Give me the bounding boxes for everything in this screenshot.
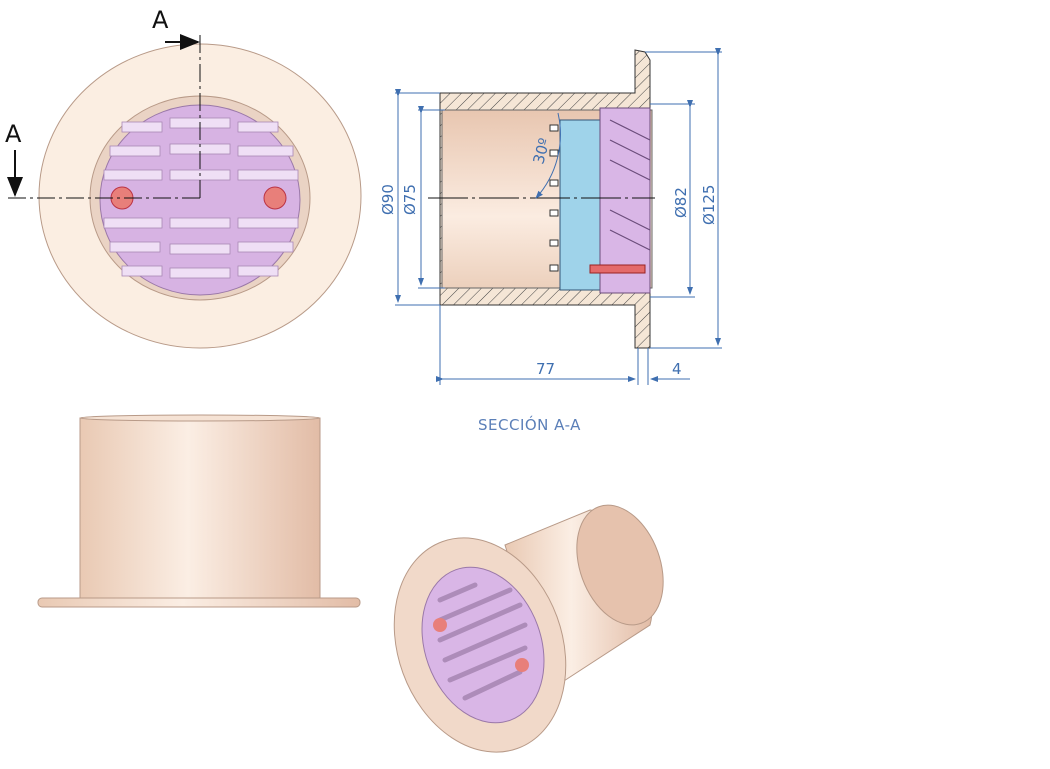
isometric-view [393,504,664,753]
dim-length: 77 [536,360,555,378]
section-marker-top: A [152,6,169,34]
pin [589,264,646,274]
section-title: SECCIÓN A-A [478,415,581,434]
front-view: A A [5,6,362,349]
dim-outer-diameter: Ø90 [379,184,397,215]
dim-flange-diameter: Ø125 [700,185,718,225]
grille-slats [103,117,299,279]
dim-grille-diameter: Ø82 [672,187,690,218]
dim-flange-thickness: 4 [672,360,682,378]
side-view [37,414,361,608]
pin [515,658,529,672]
pin [263,186,287,210]
dim-inner-diameter: Ø75 [401,184,419,215]
pin [433,618,447,632]
section-view: Ø90 Ø75 30º Ø82 Ø125 77 4 SECCIÓN A-A [379,48,722,434]
section-marker-left: A [5,120,22,148]
